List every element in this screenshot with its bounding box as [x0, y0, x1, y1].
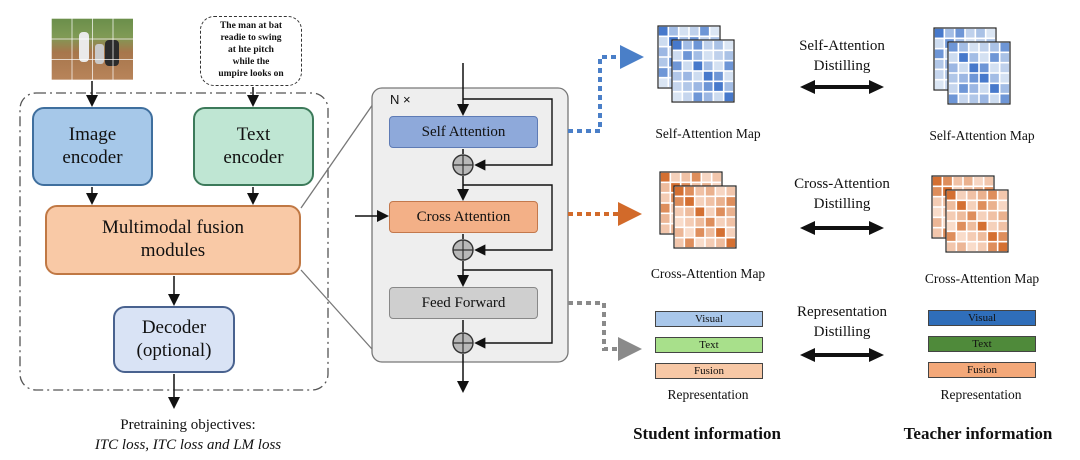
repeat-label: N ×	[390, 92, 411, 107]
image-encoder: Image encoder	[32, 107, 153, 186]
cross-attention-distilling-label: Cross-Attention Distilling	[794, 176, 890, 213]
self-attention-link	[568, 45, 644, 133]
rep-distill-arrow-icon	[800, 348, 884, 362]
input-image	[51, 18, 133, 80]
teacher-fusion-rep: Fusion	[928, 362, 1036, 378]
student-cross-attention-map	[659, 171, 737, 249]
add-node-icon	[452, 332, 474, 354]
teacher-cross-map-label: Cross-Attention Map	[924, 271, 1040, 286]
pretraining-objectives: Pretraining objectives: ITC loss, ITC lo…	[95, 416, 281, 455]
cross-distill-arrow-icon	[800, 221, 884, 235]
objectives-title: Pretraining objectives:	[120, 417, 256, 433]
add-node-icon	[452, 154, 474, 176]
multimodal-fusion-modules: Multimodal fusion modules	[45, 205, 301, 275]
student-self-attention-map	[657, 25, 735, 103]
teacher-text-rep: Text	[928, 336, 1036, 352]
student-fusion-rep: Fusion	[655, 363, 763, 379]
decoder: Decoder (optional)	[113, 306, 235, 373]
teacher-visual-rep: Visual	[928, 310, 1036, 326]
teacher-self-attention-map	[933, 27, 1011, 105]
student-cross-map-label: Cross-Attention Map	[650, 266, 766, 281]
feed-forward-layer: Feed Forward	[389, 287, 538, 319]
self-attention-distilling-label: Self-Attention Distilling	[799, 38, 885, 75]
student-self-map-label: Self-Attention Map	[655, 126, 761, 141]
student-information-title: Student information	[633, 424, 781, 443]
student-text-rep: Text	[655, 337, 763, 353]
self-distill-arrow-icon	[800, 80, 884, 94]
teacher-self-map-label: Self-Attention Map	[929, 128, 1035, 143]
student-representation-label: Representation	[667, 387, 749, 402]
objectives-losses: ITC loss, ITC loss and LM loss	[94, 436, 282, 453]
student-visual-rep: Visual	[655, 311, 763, 327]
self-attention-layer: Self Attention	[389, 116, 538, 148]
cross-attention-layer: Cross Attention	[389, 201, 538, 233]
add-node-icon	[452, 239, 474, 261]
teacher-information-title: Teacher information	[903, 424, 1053, 443]
representation-distilling-label: Representation Distilling	[797, 304, 887, 341]
caption-bubble: The man at bat readie to swing at hte pi…	[200, 16, 302, 86]
teacher-representation-label: Representation	[940, 387, 1022, 402]
representation-link	[568, 301, 642, 361]
teacher-cross-attention-map	[931, 175, 1009, 253]
text-encoder: Text encoder	[193, 107, 314, 186]
